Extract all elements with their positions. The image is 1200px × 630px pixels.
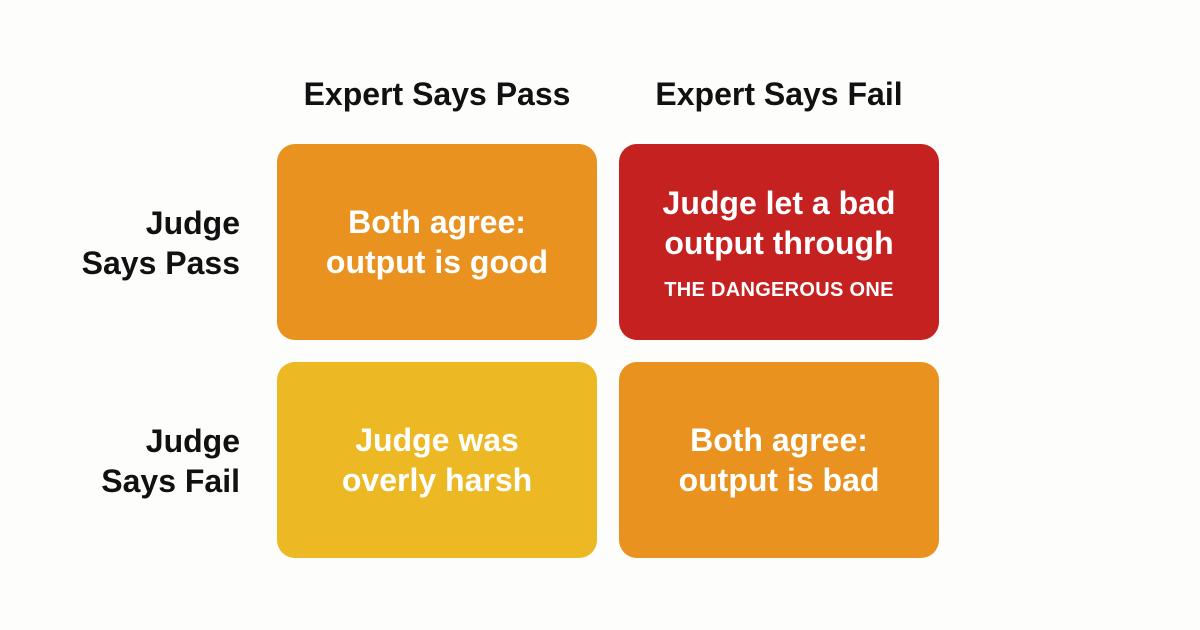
cell-false-pass-text: Judge let a bad output through [663,183,896,263]
cell-false-pass: Judge let a bad output through THE DANGE… [619,144,939,340]
dangerous-tag: THE DANGEROUS ONE [664,278,894,301]
cell-both-agree-bad-line2: output is bad [678,462,880,498]
cell-both-agree-bad: Both agree: output is bad [619,362,939,558]
cell-both-agree-bad-text: Both agree: output is bad [679,420,880,500]
cell-false-fail-line2: overly harsh [341,462,533,498]
row-header-judge-pass-line2: Says Pass [81,245,240,281]
row-header-judge-pass: Judge Says Pass [40,203,240,283]
cell-false-pass-line1: Judge let a bad [662,184,896,221]
cell-false-fail: Judge was overly harsh [277,362,597,558]
row-header-judge-fail: Judge Says Fail [40,421,240,501]
cell-false-pass-line2: output through [664,224,894,261]
cell-both-agree-good: Both agree: output is good [277,144,597,340]
cell-false-fail-line1: Judge was [355,422,519,458]
column-header-expert-pass: Expert Says Pass [303,75,571,112]
cell-both-agree-bad-line1: Both agree: [690,422,868,458]
cell-both-agree-good-line2: output is good [325,244,549,280]
cell-false-fail-text: Judge was overly harsh [342,420,532,500]
row-header-judge-fail-line2: Says Fail [101,463,240,499]
row-header-judge-pass-line1: Judge [145,205,240,241]
cell-both-agree-good-text: Both agree: output is good [326,202,548,282]
row-header-judge-fail-line1: Judge [145,423,240,459]
cell-both-agree-good-line1: Both agree: [348,204,526,240]
column-header-expert-fail: Expert Says Fail [655,75,903,112]
